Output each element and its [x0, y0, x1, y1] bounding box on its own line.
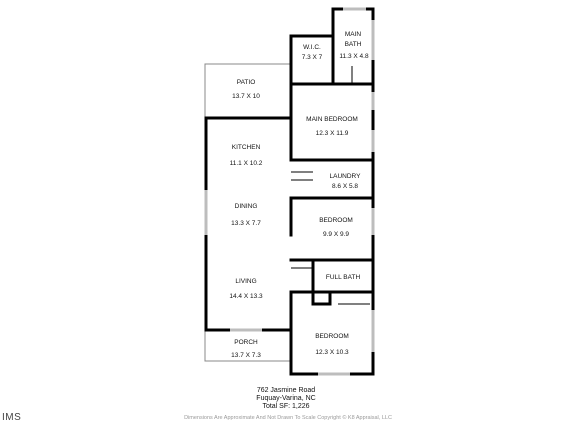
room-kitchen-dims: 11.1 X 10.2: [230, 160, 263, 167]
room-porch: PORCH 13.7 X 7.3: [231, 339, 261, 359]
address-street: 762 Jasmine Road: [257, 387, 315, 394]
address-total-sf: Total SF: 1,226: [262, 403, 309, 410]
room-kitchen: KITCHEN 11.1 X 10.2: [230, 144, 263, 167]
room-bedroom-2-dims: 9.9 X 9.9: [323, 231, 349, 238]
room-patio-name: PATIO: [237, 79, 256, 86]
left-wing-walls: [204, 116, 293, 332]
room-laundry-name: LAUNDRY: [330, 173, 362, 180]
room-main-bath-name-1: MAIN: [345, 31, 362, 38]
room-bedroom-2: BEDROOM 9.9 X 9.9: [319, 217, 353, 238]
room-bedroom-3: BEDROOM 12.3 X 10.3: [315, 333, 349, 356]
room-bedroom-2-name: BEDROOM: [319, 217, 353, 224]
room-living: LIVING 14.4 X 13.3: [229, 278, 263, 300]
room-wic-name: W.I.C.: [303, 44, 321, 51]
room-laundry-dims: 8.6 X 5.8: [332, 183, 358, 190]
room-wic: W.I.C. 7.3 X 7: [302, 44, 323, 61]
room-main-bath-name-2: BATH: [345, 41, 362, 48]
room-porch-dims: 13.7 X 7.3: [231, 352, 261, 359]
room-full-bath: FULL BATH: [326, 274, 361, 281]
room-bedroom-3-dims: 12.3 X 10.3: [315, 349, 349, 356]
room-patio: PATIO 13.7 X 10: [232, 79, 260, 100]
room-living-name: LIVING: [235, 278, 256, 285]
room-main-bath: MAIN BATH 11.3 X 4.8: [339, 31, 369, 60]
room-kitchen-name: KITCHEN: [232, 144, 261, 151]
room-bedroom-3-name: BEDROOM: [315, 333, 349, 340]
room-main-bath-dims: 11.3 X 4.8: [339, 53, 369, 60]
room-dining-dims: 13.3 X 7.7: [231, 220, 261, 227]
patio-area: [204, 63, 292, 118]
room-main-bedroom-dims: 12.3 X 11.9: [316, 130, 349, 137]
room-wic-dims: 7.3 X 7: [302, 54, 323, 61]
room-laundry: LAUNDRY 8.6 X 5.8: [330, 173, 362, 190]
address-block: 762 Jasmine Road Fuquay-Varina, NC Total…: [256, 387, 315, 410]
interior-lines: [291, 66, 353, 269]
room-dining: DINING 13.3 X 7.7: [231, 203, 261, 227]
porch-area: [204, 331, 291, 362]
room-patio-dims: 13.7 X 10: [232, 93, 260, 100]
room-main-bedroom-name: MAIN BEDROOM: [306, 116, 358, 123]
right-wing-walls: [289, 7, 375, 376]
disclaimer-text: Dimensions Are Approximate And Not Drawn…: [184, 414, 392, 421]
address-city: Fuquay-Varina, NC: [256, 395, 315, 402]
room-dining-name: DINING: [235, 203, 258, 210]
room-living-dims: 14.4 X 13.3: [229, 293, 263, 300]
logo-mark: IMS: [2, 412, 21, 423]
room-main-bedroom: MAIN BEDROOM 12.3 X 11.9: [306, 116, 358, 137]
room-full-bath-name: FULL BATH: [326, 274, 361, 281]
room-porch-name: PORCH: [234, 339, 258, 346]
